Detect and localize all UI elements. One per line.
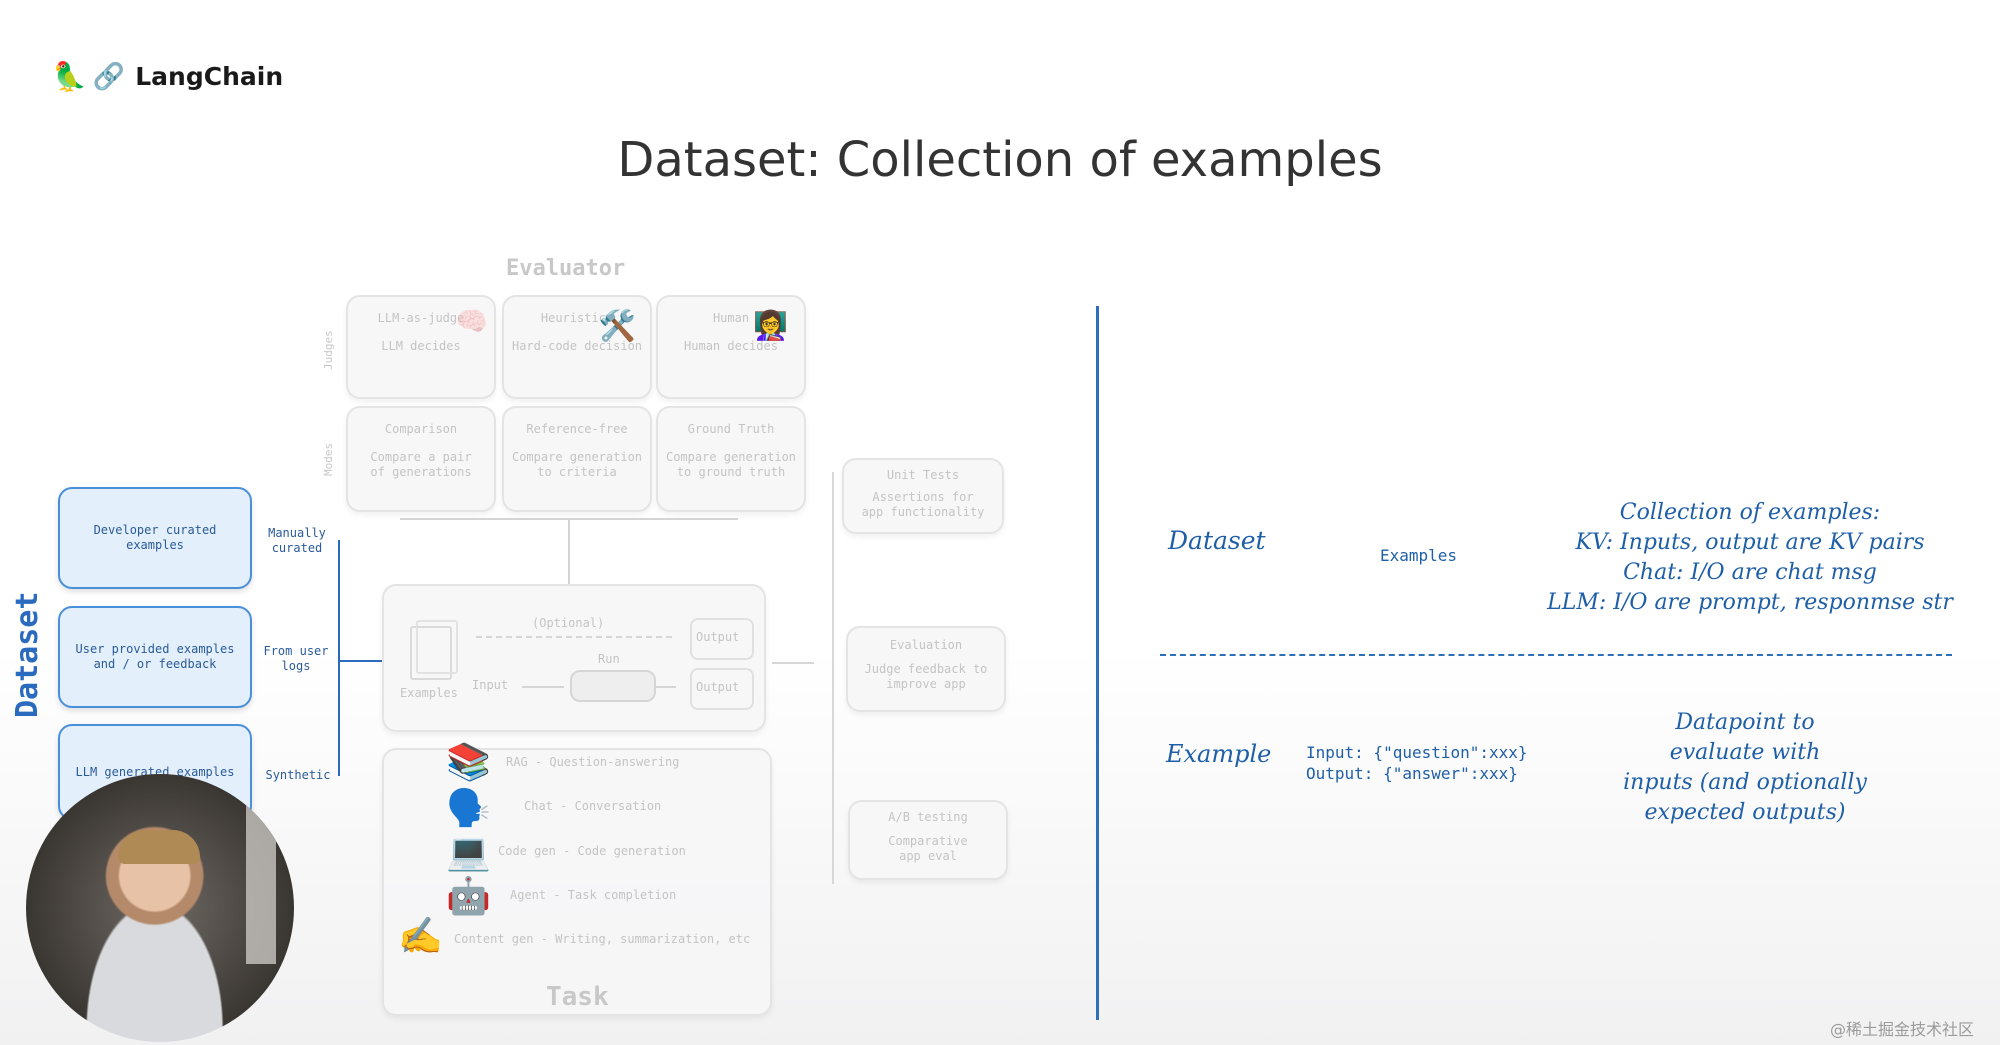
evaluator-title: Evaluator	[506, 256, 626, 281]
flow-run-label: Run	[598, 652, 620, 666]
brand-name: LangChain	[135, 61, 284, 91]
eval-title: Unit Tests	[886, 468, 960, 482]
modes-connector-v	[568, 518, 570, 584]
mode-card-reference-free: Reference-free Compare generation to cri…	[502, 406, 652, 512]
slide-title: Dataset: Collection of examples	[617, 132, 1383, 188]
judge-card-llm: LLM-as-judge LLM decides 🧠	[346, 295, 496, 399]
flow-output-bottom: Output	[696, 680, 740, 694]
output-box-top	[690, 618, 754, 660]
note-example-input: Input: {"question":xxx}	[1306, 743, 1528, 762]
input-arrow	[522, 686, 564, 688]
label-manually-curated: Manually curated	[268, 526, 326, 555]
task-rag: RAG - Question-answering	[506, 755, 680, 769]
watermark: @稀土掘金技术社区	[1830, 1020, 1975, 1039]
mode-card-comparison: Comparison Compare a pair of generations	[346, 406, 496, 512]
judges-label: Judges	[322, 330, 335, 370]
note-example-desc-line: inputs (and optionally	[1623, 770, 1867, 795]
note-dataset-desc-line: LLM: I/O are prompt, responmse str	[1547, 590, 1953, 615]
judge-title: LLM-as-judge	[377, 311, 465, 325]
task-agent: Agent - Task completion	[510, 888, 677, 902]
flow-examples-label: Examples	[400, 686, 458, 700]
eval-title: A/B testing	[888, 810, 968, 824]
notes-separator	[1160, 654, 1952, 656]
flow-to-eval-arrow	[772, 662, 814, 664]
eval-sub: Comparative app eval	[888, 834, 968, 863]
task-title: Task	[546, 982, 609, 1012]
output-box-bottom	[690, 668, 754, 710]
note-example-desc-line: Datapoint to	[1675, 710, 1815, 735]
source-developer-curated: Developer curated examples	[58, 487, 252, 589]
run-chain-icon	[570, 670, 656, 702]
sources-bracket	[338, 540, 340, 776]
note-dataset-term: Dataset	[1168, 526, 1266, 555]
note-example-term: Example	[1166, 740, 1272, 768]
note-example-desc-line: expected outputs)	[1644, 800, 1846, 825]
note-dataset-desc-line: KV: Inputs, output are KV pairs	[1575, 530, 1925, 555]
eval-title: Evaluation	[889, 638, 963, 652]
person-icon: 👩‍🏫	[753, 309, 788, 342]
task-chat: Chat - Conversation	[524, 799, 662, 813]
task-code: Code gen - Code generation	[498, 844, 686, 858]
judge-sub: Human decides	[684, 339, 778, 353]
eval-sub: Judge feedback to improve app	[864, 662, 988, 691]
dataset-vertical-label: Dataset	[10, 591, 45, 718]
examples-doc-icon-back	[416, 620, 458, 674]
panel-divider	[1096, 306, 1099, 1020]
judge-title: Heuristics	[540, 311, 614, 325]
note-dataset-mid: Examples	[1380, 546, 1458, 565]
note-example-io: Input: {"question":xxx} Output: {"answer…	[1306, 742, 1528, 784]
sources-bracket-arrow	[338, 660, 382, 662]
laptop-icon: 💻	[446, 831, 491, 872]
note-example-output: Output: {"answer":xxx}	[1306, 764, 1518, 783]
run-arrow	[654, 686, 676, 688]
note-dataset-desc-line: Chat: I/O are chat msg	[1623, 560, 1877, 585]
eval-sub: Assertions for app functionality	[861, 490, 985, 519]
source-user-provided: User provided examples and / or feedback	[58, 606, 252, 708]
mode-title: Comparison	[384, 422, 458, 436]
mode-sub: Compare generation to ground truth	[665, 450, 797, 479]
langchain-logo: 🦜 🔗 LangChain	[52, 56, 283, 96]
books-icon: 📚	[446, 741, 491, 782]
brain-icon: 🧠	[455, 307, 488, 337]
judge-card-heuristics: Heuristics Hard-code decision 🛠️	[502, 295, 652, 399]
judge-card-human: Human Human decides 👩‍🏫	[656, 295, 806, 399]
label-from-user-logs: From user logs	[263, 644, 329, 673]
modes-label: Modes	[322, 442, 335, 476]
flow-box: Examples (Optional) Input Run Output Out…	[382, 584, 766, 732]
note-dataset-desc: Collection of examples: KV: Inputs, outp…	[1520, 498, 1980, 618]
judge-sub: Hard-code decision	[511, 339, 643, 353]
optional-arrow	[476, 636, 672, 638]
writing-hand-icon: ✍️	[398, 915, 443, 956]
robot-icon: 🤖	[446, 875, 491, 916]
judge-title: Human	[712, 311, 750, 325]
task-content: Content gen - Writing, summarization, et…	[454, 932, 751, 946]
flow-output-top: Output	[696, 630, 740, 644]
flow-optional-label: (Optional)	[532, 616, 605, 630]
webcam-hair	[118, 830, 200, 864]
speaking-head-icon: 🗣️	[446, 787, 491, 828]
label-synthetic: Synthetic	[265, 768, 331, 782]
webcam-window-light	[246, 804, 276, 964]
mode-sub: Compare generation to criteria	[511, 450, 643, 479]
eval-card-unit-tests: Unit Tests Assertions for app functional…	[842, 458, 1004, 534]
note-example-desc: Datapoint to evaluate with inputs (and o…	[1600, 708, 1890, 828]
chain-link-icon: 🔗	[92, 60, 126, 91]
parrot-icon: 🦜	[52, 60, 87, 92]
presenter-webcam	[26, 774, 294, 1042]
mode-title: Ground Truth	[687, 422, 775, 436]
mode-title: Reference-free	[526, 422, 628, 436]
judge-sub: LLM decides	[381, 339, 461, 353]
task-box	[382, 748, 772, 1016]
eval-bracket	[832, 472, 834, 884]
flow-input-label: Input	[472, 678, 509, 692]
mode-sub: Compare a pair of generations	[370, 450, 472, 479]
note-example-desc-line: evaluate with	[1669, 740, 1821, 765]
eval-card-evaluation: Evaluation Judge feedback to improve app	[846, 626, 1006, 712]
note-dataset-desc-line: Collection of examples:	[1619, 500, 1881, 525]
tools-icon: 🛠️	[598, 309, 636, 344]
mode-card-ground-truth: Ground Truth Compare generation to groun…	[656, 406, 806, 512]
eval-card-ab-testing: A/B testing Comparative app eval	[848, 800, 1008, 880]
